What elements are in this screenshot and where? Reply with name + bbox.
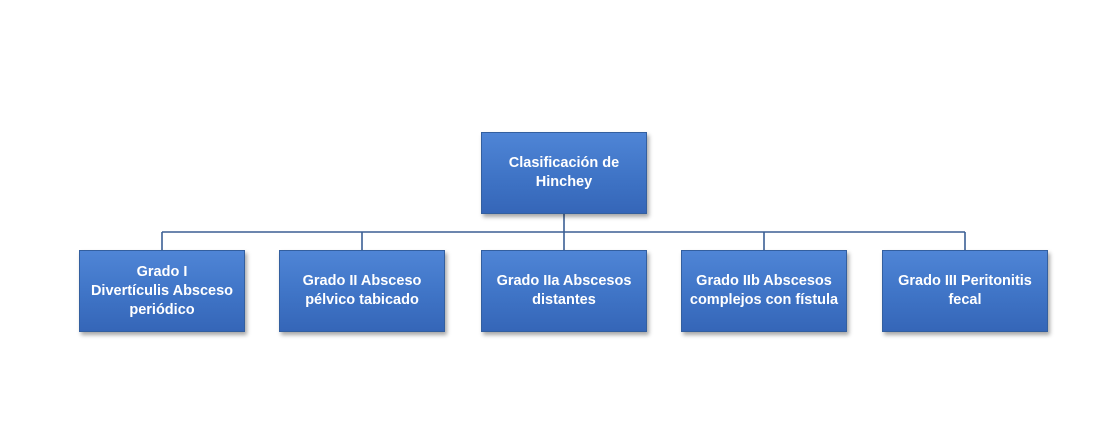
node-grado-iib: Grado IIb Abscesos complejos con fístula (681, 250, 847, 332)
root-node-clasificacion-de-hinchey: Clasificación de Hinchey (481, 132, 647, 214)
node-grado-ii: Grado II Absceso pélvico tabicado (279, 250, 445, 332)
node-grado-iii: Grado III Peritonitis fecal (882, 250, 1048, 332)
node-grado-i: Grado I Divertículis Absceso periódico (79, 250, 245, 332)
node-grado-iia: Grado IIa Abscesos distantes (481, 250, 647, 332)
